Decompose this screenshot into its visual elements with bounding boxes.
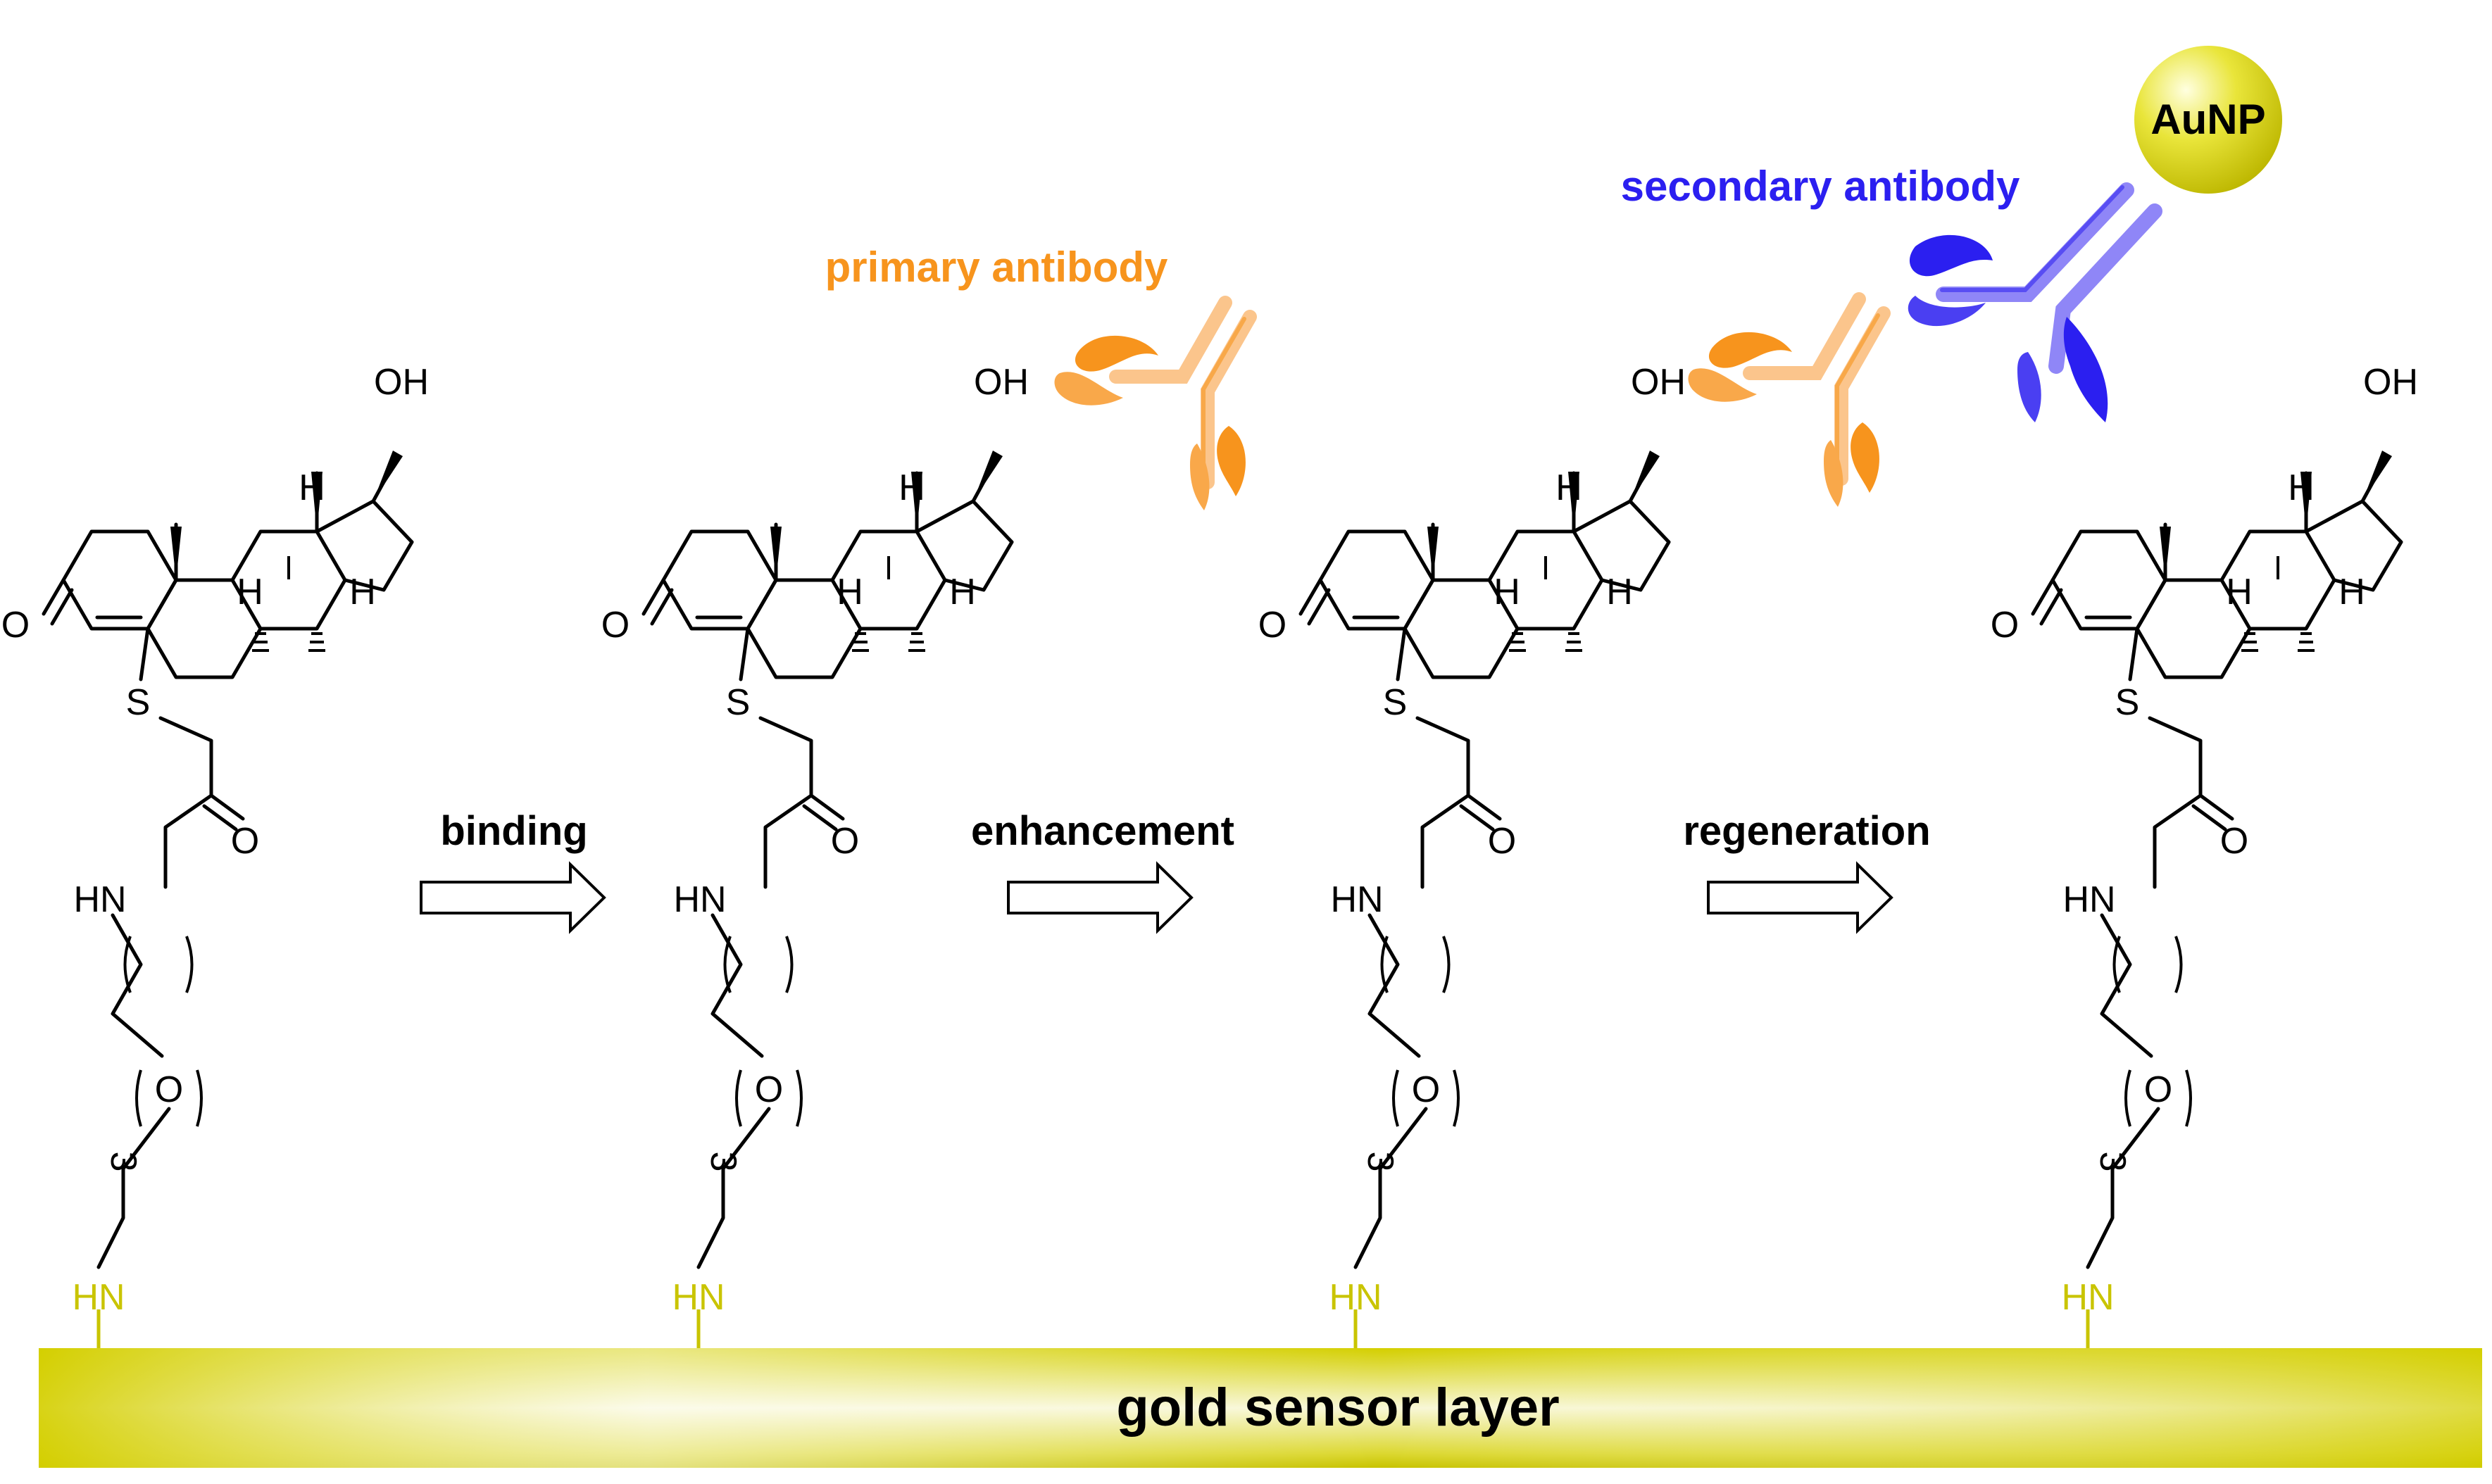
atom-label-repeat-n: 3 bbox=[2092, 1152, 2133, 1172]
atom-label-hydrogen: H bbox=[237, 572, 263, 612]
secondary-antibody-icon bbox=[1908, 182, 2162, 422]
atom-label-ether-o: O bbox=[155, 1069, 183, 1110]
atom-label-hydrogen: H bbox=[2338, 572, 2365, 612]
atom-label-amide-nh: HN bbox=[2062, 879, 2115, 920]
atom-label-repeat-n: 3 bbox=[1360, 1152, 1401, 1172]
process-arrow-icon bbox=[420, 861, 606, 934]
process-arrow-icon bbox=[1007, 861, 1194, 934]
atom-label-hydrogen: H bbox=[1606, 572, 1633, 612]
gold-sensor-layer: gold sensor layer bbox=[39, 1348, 2482, 1468]
atom-label-ether-o: O bbox=[1412, 1069, 1440, 1110]
nanoparticle-label: AuNP bbox=[2150, 96, 2265, 143]
atom-label-sulfur: S bbox=[2115, 682, 2140, 723]
atom-label-anchor-nh: HN bbox=[672, 1277, 725, 1318]
primary-antibody-label: primary antibody bbox=[825, 244, 1168, 291]
atom-label-amide-o: O bbox=[2220, 821, 2248, 862]
atom-label-repeat-n: 3 bbox=[103, 1152, 144, 1172]
atom-label-hydrogen: H bbox=[2226, 572, 2253, 612]
atom-label-ketone-o: O bbox=[1258, 605, 1286, 646]
atom-label-hydroxyl: OH bbox=[2363, 362, 2418, 403]
step-regeneration: regeneration bbox=[1683, 808, 1931, 934]
atom-label-hydrogen: H bbox=[899, 467, 925, 508]
gold-nanoparticle-icon: AuNP bbox=[2134, 46, 2282, 194]
atom-label-hydrogen: H bbox=[1555, 467, 1582, 508]
atom-label-ether-o: O bbox=[755, 1069, 783, 1110]
secondary-antibody-label: secondary antibody bbox=[1621, 163, 2020, 210]
gold-sensor-layer-label: gold sensor layer bbox=[1116, 1378, 1559, 1438]
atom-label-amide-nh: HN bbox=[73, 879, 126, 920]
atom-label-anchor-nh: HN bbox=[1329, 1277, 1382, 1318]
atom-label-hydrogen: H bbox=[349, 572, 376, 612]
atom-label-hydroxyl: OH bbox=[974, 362, 1029, 403]
primary-antibody-icon bbox=[1688, 292, 1891, 507]
atom-label-anchor-nh: HN bbox=[2061, 1277, 2114, 1318]
atom-label-repeat-n: 3 bbox=[703, 1152, 744, 1172]
primary-antibody-group bbox=[1054, 292, 1891, 510]
atom-label-amide-o: O bbox=[231, 821, 259, 862]
atom-label-hydrogen: H bbox=[2288, 467, 2315, 508]
atom-label-hydrogen: H bbox=[299, 467, 325, 508]
primary-antibody-icon bbox=[1054, 296, 1257, 510]
process-arrow-icon bbox=[1707, 861, 1893, 934]
atom-label-sulfur: S bbox=[1383, 682, 1408, 723]
atom-label-ketone-o: O bbox=[601, 605, 630, 646]
atom-label-amide-nh: HN bbox=[1330, 879, 1383, 920]
atom-label-amide-nh: HN bbox=[673, 879, 726, 920]
atom-label-hydrogen: H bbox=[837, 572, 863, 612]
atom-label-sulfur: S bbox=[126, 682, 151, 723]
atom-label-anchor-nh: HN bbox=[72, 1277, 125, 1318]
atom-label-hydroxyl: OH bbox=[374, 362, 429, 403]
step-enhancement: enhancement bbox=[971, 808, 1234, 934]
step-label-enhancement: enhancement bbox=[971, 808, 1234, 854]
atom-label-hydrogen: H bbox=[949, 572, 976, 612]
step-binding: binding bbox=[420, 808, 606, 934]
atom-label-hydrogen: H bbox=[1494, 572, 1520, 612]
atom-label-ketone-o: O bbox=[1, 605, 30, 646]
step-label-regeneration: regeneration bbox=[1683, 808, 1930, 854]
atom-label-sulfur: S bbox=[726, 682, 751, 723]
atom-label-ether-o: O bbox=[2144, 1069, 2172, 1110]
atom-label-ketone-o: O bbox=[1991, 605, 2019, 646]
step-label-binding: binding bbox=[440, 808, 587, 854]
atom-label-amide-o: O bbox=[831, 821, 859, 862]
atom-label-hydroxyl: OH bbox=[1631, 362, 1686, 403]
atom-label-amide-o: O bbox=[1488, 821, 1516, 862]
